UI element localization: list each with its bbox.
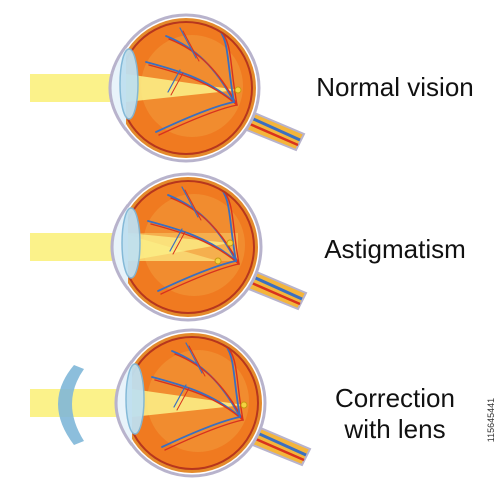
corrected-beam [132,389,244,417]
artery [150,223,240,265]
artery [170,72,184,96]
vein [181,186,199,218]
retinal-vessels [145,25,238,136]
corrective-lens-icon [58,365,84,445]
focus-point-1 [226,239,234,247]
internal-light [132,389,244,417]
internal-light [126,74,238,102]
focus-point [234,86,242,94]
label-line: with lens [344,414,446,444]
artery [188,345,206,377]
artery [168,38,238,106]
artery [160,263,240,295]
eye-normal-vision-icon [30,13,306,163]
label-line: Astigmatism [324,234,466,264]
artery [172,231,186,255]
label-line: Correction [335,383,455,413]
stock-id-text: 115645441 [486,397,496,443]
artery [164,419,244,451]
artery [148,64,238,106]
eye-corrected-icon [30,328,312,478]
artery [170,197,240,265]
vein [179,27,197,59]
retinal-vessels [147,184,240,295]
artery [176,387,190,411]
focus-point [240,401,248,409]
crystalline-lens [119,48,139,120]
vein [155,101,235,133]
vein [185,342,203,374]
crystalline-lens [121,207,141,279]
eye-astigmatism-icon [30,172,308,322]
artery [182,30,200,62]
vein [169,228,183,252]
artery [184,189,202,221]
vein [167,69,181,93]
focus-point-2 [214,257,222,265]
vein [147,220,237,262]
label-line: Normal vision [316,72,474,102]
focused-beam [126,74,238,102]
stock-id-watermark: 115645441 [484,360,498,480]
vein [173,384,187,408]
label-normal-vision: Normal vision [300,72,490,103]
beam-meridian-2 [128,235,218,261]
vein [151,376,241,418]
artery [158,104,238,136]
crystalline-lens [125,363,145,435]
label-astigmatism: Astigmatism [300,234,490,265]
vein [145,61,235,103]
artery [174,353,244,421]
internal-light [128,233,238,261]
vein [161,416,241,448]
artery [154,379,244,421]
beam-spread [128,233,238,261]
vein [157,260,237,292]
label-correction-with-lens: Correction with lens [300,383,490,445]
